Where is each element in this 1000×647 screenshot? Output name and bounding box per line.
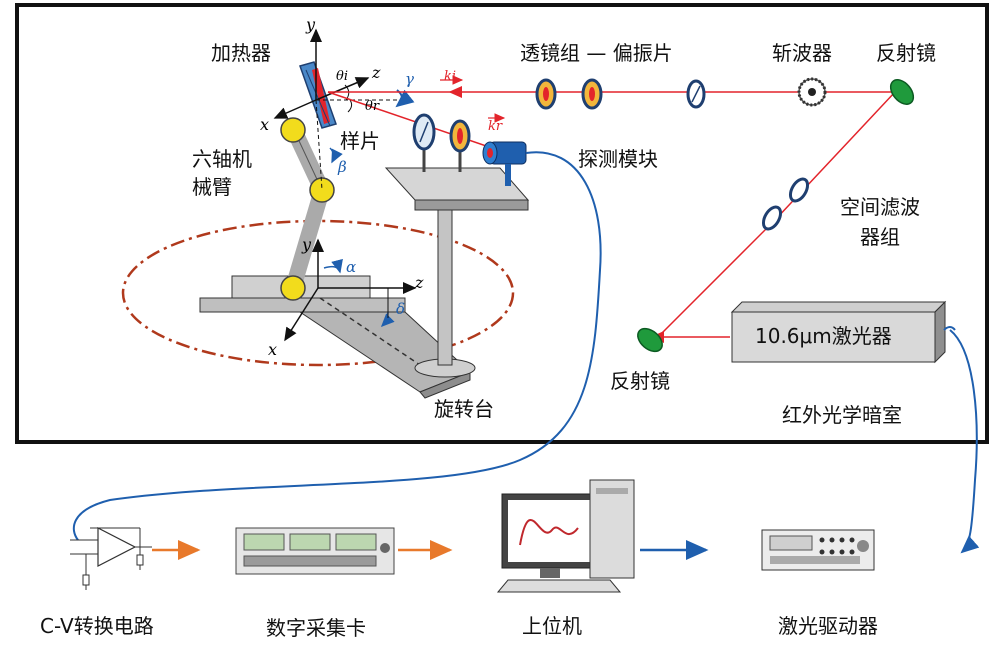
axes-top xyxy=(273,28,415,191)
axis-y-top: y xyxy=(305,15,316,34)
axis-x-base: x xyxy=(268,340,277,359)
laser-cable-head xyxy=(943,326,956,331)
label-laser-driver: 激光驱动器 xyxy=(778,614,878,638)
laser-box xyxy=(730,300,947,364)
axis-x-top: x xyxy=(260,115,269,134)
label-daq: 数字采集卡 xyxy=(266,616,366,640)
mirror-top xyxy=(889,79,915,105)
label-mirror-top: 反射镜 xyxy=(876,41,936,65)
laser-driver-cable xyxy=(949,329,980,554)
angle-theta-r: θr xyxy=(365,99,380,114)
arm-joint-1 xyxy=(280,117,306,143)
label-lens-polarizer: 透镜组 — 偏振片 xyxy=(520,41,673,65)
darkroom-frame xyxy=(15,3,989,444)
heater-sample xyxy=(299,61,337,129)
label-chopper: 斩波器 xyxy=(772,41,832,65)
rotary-stage xyxy=(384,167,530,378)
axes-base xyxy=(284,238,417,342)
label-heater: 加热器 xyxy=(211,41,271,65)
spatial-filter-group xyxy=(761,177,810,231)
label-rotary-stage: 旋转台 xyxy=(434,397,494,421)
label-spatial-filter-1: 空间滤波 xyxy=(840,195,920,219)
detector-cable xyxy=(72,151,602,541)
label-arm-1: 六轴机 xyxy=(192,147,252,171)
angle-beta: β xyxy=(337,158,347,176)
wave-vector-kr: kr xyxy=(488,119,503,134)
label-cv-circuit: C-V转换电路 xyxy=(40,614,154,638)
angle-alpha: α xyxy=(346,258,356,276)
arm-base-platform xyxy=(199,275,471,399)
angle-theta-i: θi xyxy=(336,69,348,84)
axis-y-base: y xyxy=(301,235,312,254)
wave-vector-ki: ki xyxy=(444,69,456,84)
label-spatial-filter-2: 器组 xyxy=(860,225,900,249)
label-sample: 样片 xyxy=(340,129,380,153)
polarizer xyxy=(686,79,706,109)
laser-driver xyxy=(761,529,875,571)
label-pc: 上位机 xyxy=(522,614,582,638)
cv-circuit xyxy=(70,527,152,590)
label-laser: 10.6μm激光器 xyxy=(755,324,892,348)
label-darkroom: 红外光学暗室 xyxy=(782,403,902,427)
axis-z-base: z xyxy=(414,273,424,292)
pc-computer xyxy=(496,479,635,593)
robot-arm xyxy=(280,117,335,301)
angle-gamma: γ xyxy=(405,70,414,88)
chopper xyxy=(797,77,827,107)
mirror-bottom xyxy=(637,327,663,353)
label-mirror-bottom: 反射镜 xyxy=(610,369,670,393)
daq-card xyxy=(235,527,395,575)
rotation-ellipse xyxy=(121,219,515,367)
angle-delta: δ xyxy=(396,300,405,318)
axis-z-top: z xyxy=(371,63,381,82)
label-detector: 探测模块 xyxy=(578,147,658,171)
lens-group xyxy=(535,78,603,110)
arm-joint-3 xyxy=(280,275,306,301)
label-arm-2: 械臂 xyxy=(192,175,232,199)
arm-joint-2 xyxy=(309,177,335,203)
